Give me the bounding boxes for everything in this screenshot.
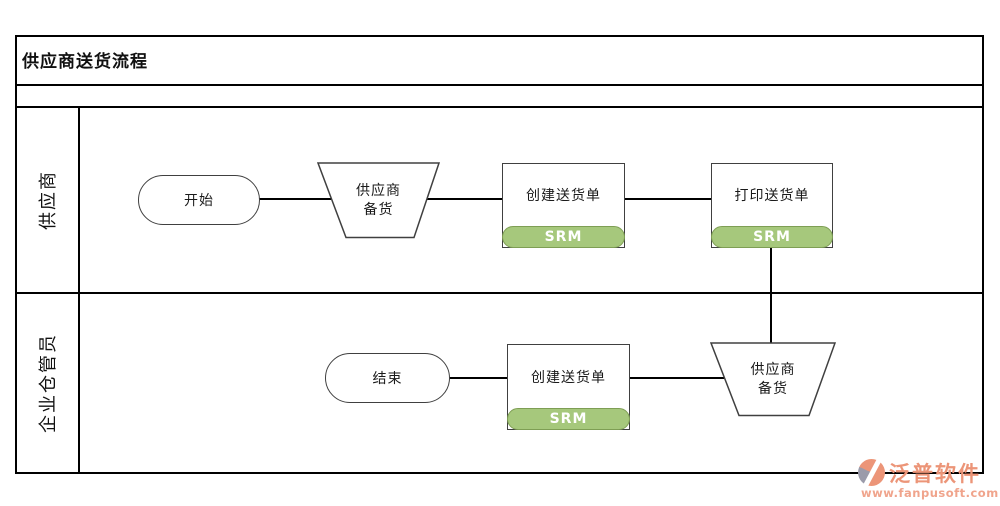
create-delivery-note-label-2: 创建送货单 (531, 369, 606, 386)
lane-divider (15, 292, 984, 294)
srm-badge-3: SRM (507, 408, 630, 430)
print-delivery-note-box: 打印送货单 SRM (711, 163, 833, 248)
lane-label-supplier: 供应商 (38, 170, 59, 230)
connector-print-to-prep2 (770, 247, 772, 344)
supplier-prep-label-1: 供应商 备货 (317, 162, 440, 239)
start-node-label: 开始 (184, 193, 214, 209)
brand-name: 泛普软件 (889, 462, 981, 486)
end-node: 结束 (325, 353, 450, 403)
print-delivery-note-label: 打印送货单 (734, 188, 810, 204)
supplier-prep-trapezoid-1 (317, 162, 440, 239)
create-delivery-note-box-2: 创建送货单 SRM (507, 344, 630, 430)
srm-badge-1: SRM (502, 226, 625, 248)
title-row-divider (15, 84, 984, 86)
brand-url: www.fanpusoft.com (861, 486, 999, 500)
srm-badge-2: SRM (711, 226, 833, 248)
lane-label-column-divider (78, 106, 80, 472)
start-node: 开始 (138, 175, 260, 225)
brand-logo-icon (858, 459, 885, 486)
supplier-prep-label-2: 供应商 备货 (710, 342, 836, 417)
supplier-prep-label-2-line1: 供应商 (750, 361, 796, 378)
lane-label-warehouse-manager: 企业仓管员 (38, 333, 59, 433)
header-spacer-divider (15, 106, 984, 108)
diagram-title: 供应商送货流程 (22, 52, 148, 72)
supplier-prep-label-2-line2: 备货 (758, 380, 788, 397)
create-delivery-note-label-1: 创建送货单 (526, 188, 601, 204)
end-node-label: 结束 (372, 371, 403, 387)
diagram-frame (15, 35, 984, 474)
supplier-prep-trapezoid-2 (710, 342, 836, 417)
connector-create-to-print (624, 198, 712, 200)
supplier-prep-label-1-line2: 备货 (363, 201, 394, 218)
connector-start-to-prep (259, 198, 331, 200)
connector-prep-to-create (426, 198, 503, 200)
supplier-prep-label-1-line1: 供应商 (356, 182, 401, 199)
create-delivery-note-box-1: 创建送货单 SRM (502, 163, 625, 248)
connector-create2-to-prep2 (629, 377, 724, 379)
connector-end-to-create2 (449, 377, 508, 379)
